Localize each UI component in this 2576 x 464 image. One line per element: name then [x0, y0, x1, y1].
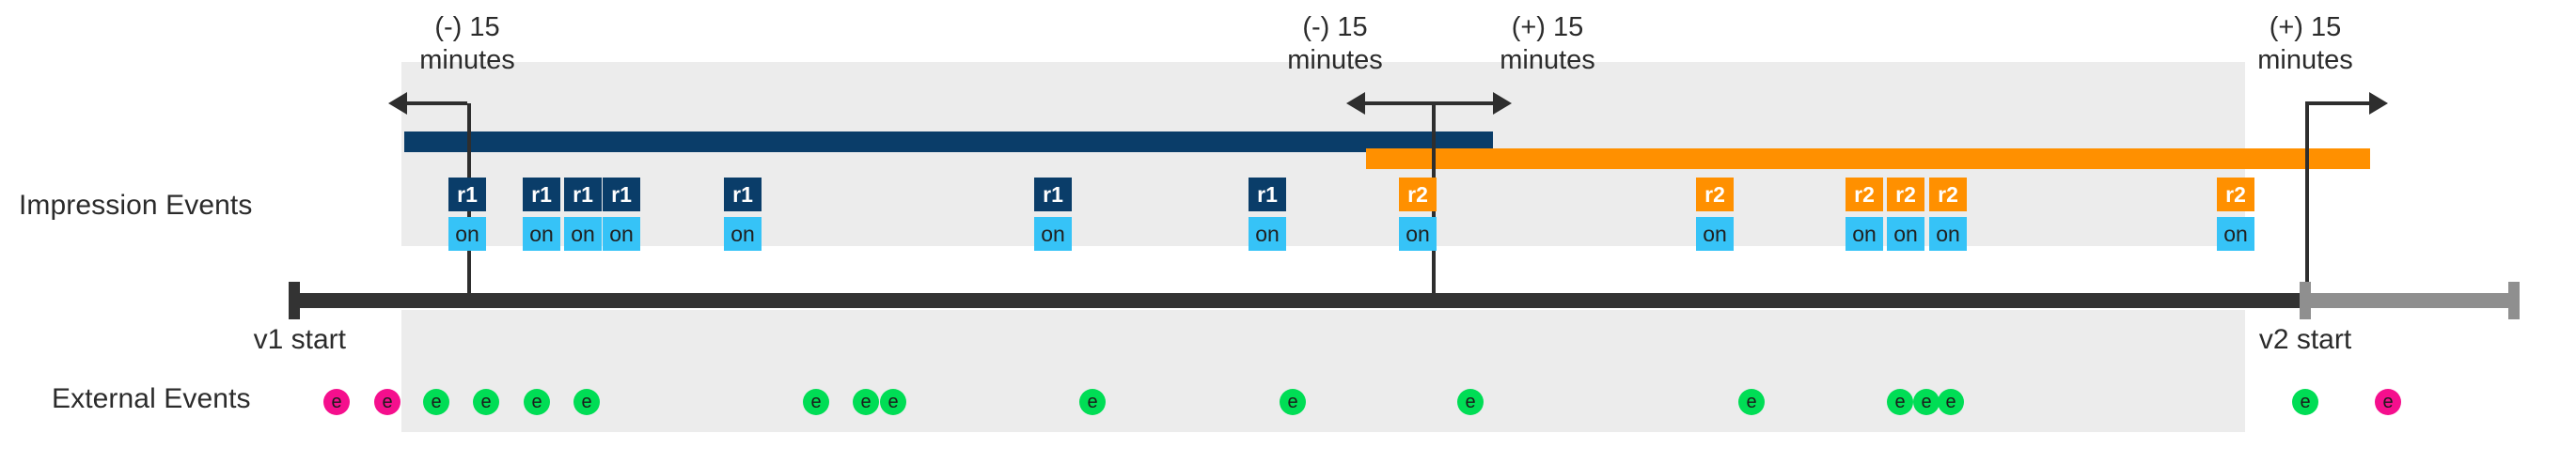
external-event-dot[interactable]: e: [524, 389, 550, 415]
impression-state-chip[interactable]: on: [1887, 217, 1924, 251]
impression-state-chip[interactable]: on: [1696, 217, 1734, 251]
annotation-line-2: minutes: [419, 45, 515, 75]
annotation-arrow-shaft-ann-1: [407, 101, 467, 105]
annotation-arrow-shaft-ann-3: [1432, 101, 1493, 105]
external-event-dot[interactable]: e: [1913, 389, 1940, 415]
annotation-line-2: minutes: [2257, 45, 2353, 75]
axis-end-cap: [2508, 282, 2520, 319]
external-events-row-label: External Events: [52, 383, 251, 414]
external-event-dot[interactable]: e: [803, 389, 829, 415]
impression-request-chip[interactable]: r1: [564, 178, 602, 211]
impression-state-chip[interactable]: on: [2217, 217, 2254, 251]
impression-state-chip[interactable]: on: [523, 217, 560, 251]
impression-state-chip[interactable]: on: [1929, 217, 1967, 251]
annotation-line-2: minutes: [1287, 45, 1383, 75]
external-event-dot[interactable]: e: [323, 389, 350, 415]
annotation-line-1: (-) 15: [1302, 12, 1368, 42]
external-event-dot[interactable]: e: [1938, 389, 1964, 415]
impression-state-chip[interactable]: on: [1399, 217, 1437, 251]
external-event-dot[interactable]: e: [1457, 389, 1484, 415]
external-event-dot[interactable]: e: [473, 389, 499, 415]
external-event-dot[interactable]: e: [1887, 389, 1913, 415]
external-event-dot[interactable]: e: [374, 389, 401, 415]
impression-request-chip[interactable]: r2: [1887, 178, 1924, 211]
impression-request-chip[interactable]: r2: [1846, 178, 1883, 211]
impression-request-chip[interactable]: r1: [1034, 178, 1072, 211]
annotation-arrow-shaft-ann-2: [1365, 101, 1432, 105]
external-event-dot[interactable]: e: [1280, 389, 1306, 415]
impression-events-row-label: Impression Events: [19, 190, 253, 221]
external-event-dot[interactable]: e: [573, 389, 600, 415]
annotation-line-1: (+) 15: [1511, 12, 1584, 42]
version-bar-v2: [1366, 148, 2370, 169]
impression-request-chip[interactable]: r2: [1399, 178, 1437, 211]
impression-state-chip[interactable]: on: [448, 217, 486, 251]
external-event-dot[interactable]: e: [423, 389, 449, 415]
impression-request-chip[interactable]: r2: [1696, 178, 1734, 211]
annotation-arrow-head-ann-4: [2369, 92, 2388, 115]
version-bar-v1: [404, 131, 1493, 152]
annotation-line-1: (-) 15: [434, 12, 500, 42]
annotation-arrow-head-ann-2: [1346, 92, 1365, 115]
guide-v2-start: [2305, 103, 2309, 310]
annotation-arrow-head-ann-1: [388, 92, 407, 115]
external-event-dot[interactable]: e: [880, 389, 906, 415]
impression-state-chip[interactable]: on: [1846, 217, 1883, 251]
annotation-line-2: minutes: [1500, 45, 1595, 75]
impression-request-chip[interactable]: r1: [448, 178, 486, 211]
impression-request-chip[interactable]: r2: [1929, 178, 1967, 211]
external-event-dot[interactable]: e: [2375, 389, 2401, 415]
experiment-window-band-lower: [401, 310, 2245, 432]
axis-segment-v2: [2305, 293, 2514, 308]
annotation-arrow-shaft-ann-4: [2305, 101, 2369, 105]
impression-request-chip[interactable]: r2: [2217, 178, 2254, 211]
annotation-arrow-head-ann-3: [1493, 92, 1512, 115]
impression-request-chip[interactable]: r1: [1249, 178, 1286, 211]
v2-start-label: v2 start: [2258, 324, 2352, 355]
impression-request-chip[interactable]: r1: [724, 178, 762, 211]
impression-state-chip[interactable]: on: [1249, 217, 1286, 251]
annotation-line-1: (+) 15: [2269, 12, 2342, 42]
axis-segment-v1: [289, 293, 2306, 308]
impression-request-chip[interactable]: r1: [523, 178, 560, 211]
external-event-dot[interactable]: e: [2292, 389, 2318, 415]
impression-state-chip[interactable]: on: [1034, 217, 1072, 251]
external-event-dot[interactable]: e: [853, 389, 879, 415]
external-event-dot[interactable]: e: [1738, 389, 1765, 415]
impression-state-chip[interactable]: on: [724, 217, 762, 251]
external-event-dot[interactable]: e: [1079, 389, 1106, 415]
impression-request-chip[interactable]: r1: [603, 178, 640, 211]
v1-start-label: v1 start: [253, 324, 346, 355]
impression-state-chip[interactable]: on: [603, 217, 640, 251]
impression-state-chip[interactable]: on: [564, 217, 602, 251]
